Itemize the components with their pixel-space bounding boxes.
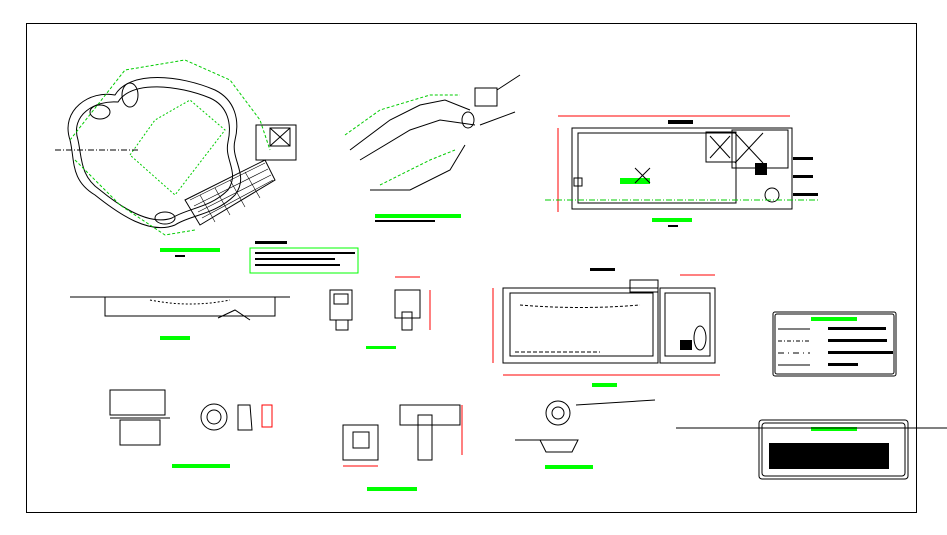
- title-bar: [811, 427, 857, 431]
- pool-longitudinal-section: [492, 268, 720, 387]
- title-bar: [366, 346, 396, 349]
- drain-detail: [109, 389, 273, 468]
- notes-box: [676, 419, 947, 480]
- notes-box-small: [249, 241, 359, 274]
- sump-detail: [515, 399, 656, 469]
- title-bar: [811, 317, 857, 321]
- title-bar: [375, 214, 461, 218]
- title-bar: [367, 487, 417, 491]
- piping-isometric: [344, 74, 521, 222]
- skimmer-detail: [329, 276, 431, 349]
- line-legend: [772, 311, 897, 377]
- pool-plan-with-machine-room: [545, 115, 820, 227]
- sheet-border: [26, 23, 917, 513]
- title-bar: [592, 383, 617, 387]
- title-bar: [172, 464, 230, 468]
- pool-profile: [70, 296, 290, 340]
- pool-site-plan: [55, 59, 297, 257]
- title-bar: [160, 336, 190, 340]
- title-bar: [652, 218, 692, 222]
- inlet-detail: [342, 404, 463, 491]
- title-bar: [160, 248, 220, 252]
- title-bar: [545, 465, 593, 469]
